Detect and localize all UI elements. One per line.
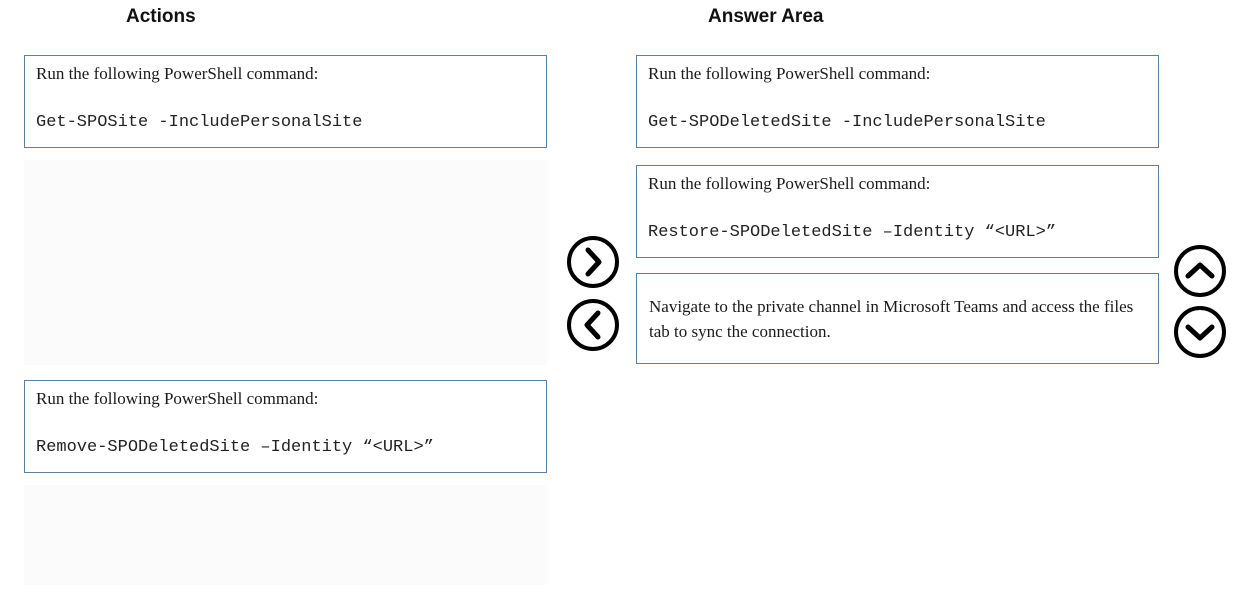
move-left-button[interactable] [566,298,620,352]
answer-area-heading: Answer Area [708,6,824,27]
chevron-down-circle-icon [1174,306,1226,358]
action-item-remove-spodeletedsite[interactable]: Run the following PowerShell command: Re… [24,380,547,473]
empty-action-slot [24,160,547,365]
action-item-command: Get-SPOSite -IncludePersonalSite [36,113,363,132]
chevron-right-circle-icon [567,236,619,288]
action-item-get-sposite[interactable]: Run the following PowerShell command: Ge… [24,55,547,148]
chevron-up-circle-icon [1174,245,1226,297]
answer-item-command: Get-SPODeletedSite -IncludePersonalSite [648,113,1046,132]
action-item-command: Remove-SPODeletedSite –Identity “<URL>” [36,438,434,457]
answer-item-get-spodeletedsite[interactable]: Run the following PowerShell command: Ge… [636,55,1159,148]
chevron-left-circle-icon [567,299,619,351]
action-item-instruction: Run the following PowerShell command: [36,64,319,83]
answer-item-instruction: Run the following PowerShell command: [648,174,931,193]
answer-item-text: Navigate to the private channel in Micro… [649,297,1134,341]
move-down-button[interactable] [1173,305,1227,359]
move-up-button[interactable] [1173,244,1227,298]
actions-heading: Actions [126,6,196,27]
answer-item-instruction: Run the following PowerShell command: [648,64,931,83]
empty-action-slot [24,485,547,585]
move-right-button[interactable] [566,235,620,289]
answer-item-restore-spodeletedsite[interactable]: Run the following PowerShell command: Re… [636,165,1159,258]
action-item-instruction: Run the following PowerShell command: [36,389,319,408]
answer-item-command: Restore-SPODeletedSite –Identity “<URL>” [648,223,1057,242]
answer-item-navigate-private-channel[interactable]: Navigate to the private channel in Micro… [636,273,1159,364]
